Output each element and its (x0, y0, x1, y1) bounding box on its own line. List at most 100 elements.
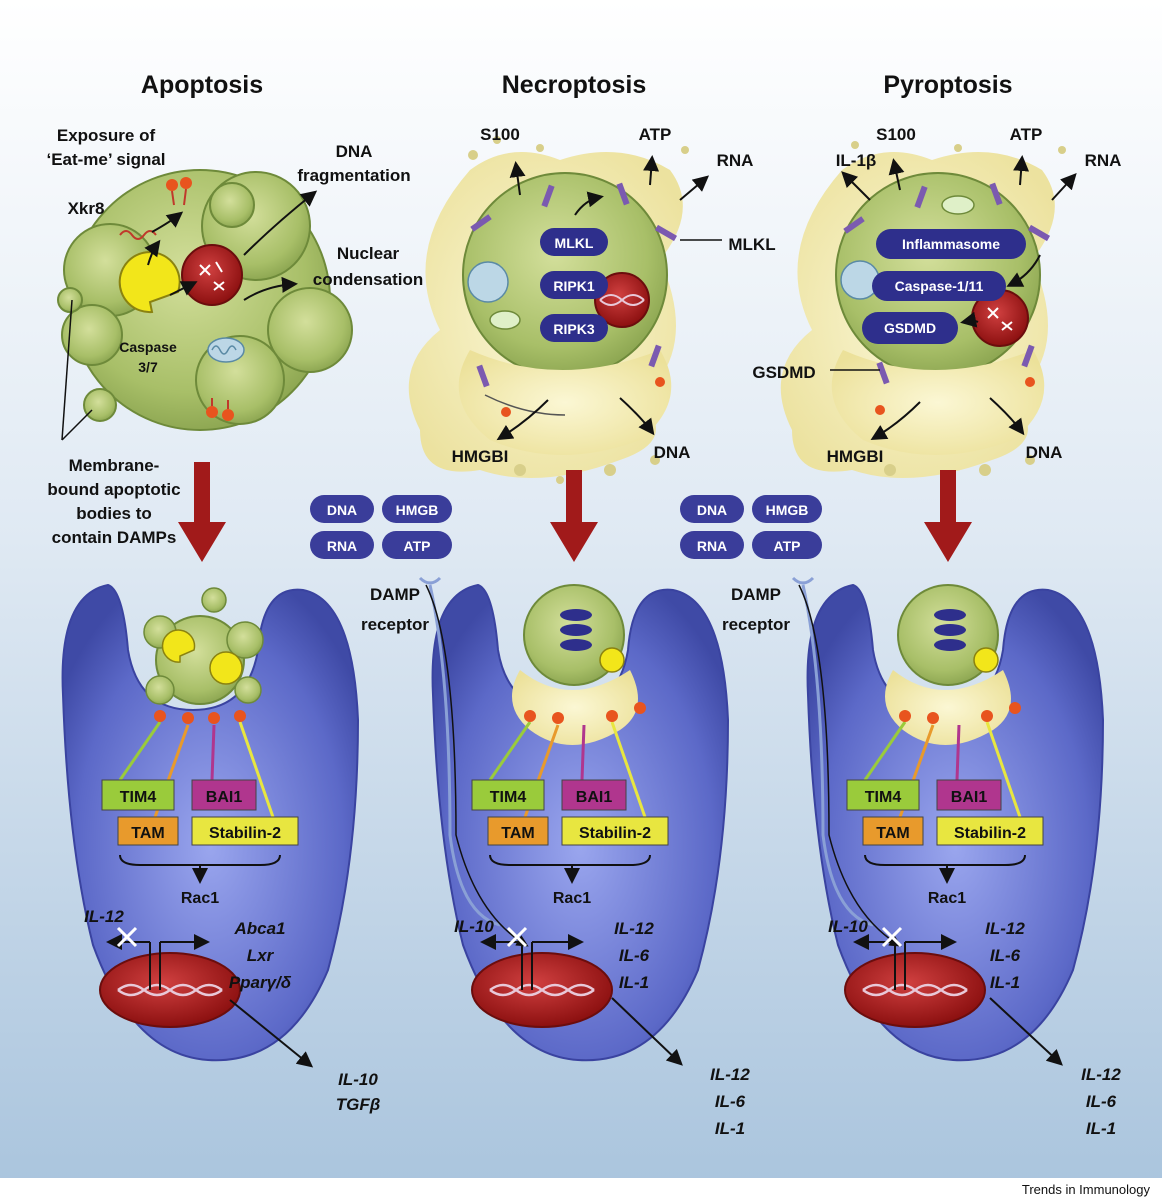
damp-hmgb-right: HMGB (766, 502, 809, 518)
title-pyroptosis: Pyroptosis (883, 71, 1012, 99)
engulfed-pyroptotic-cell (885, 584, 1011, 745)
xkr8-label: Xkr8 (68, 199, 105, 218)
damp-receptor-label-left-1: DAMP (370, 585, 420, 604)
mac-necro-gene-il1: IL-1 (619, 973, 649, 992)
tam-label: TAM (131, 825, 164, 842)
pyro-pill-caspase: Caspase-1/11 (872, 271, 1006, 301)
tam-label: TAM (876, 825, 909, 842)
pyro-hmgb-label: HMGBI (827, 447, 884, 466)
necro-rna-label: RNA (717, 151, 754, 170)
mac-nucleus-necroptosis (471, 926, 683, 1066)
exposure-label-1: Exposure of (57, 126, 156, 145)
damp-receptor-pyroptosis (791, 576, 902, 947)
mac-apo-gene-ppar: Pparγ/δ (229, 973, 292, 992)
nuclear-condensation-label-1: Nuclear (337, 244, 400, 263)
mac-apo-gene-abca1: Abca1 (233, 919, 285, 938)
pyro-s100-label: S100 (876, 125, 916, 144)
caspase-label-2: 3/7 (138, 359, 158, 375)
necro-mlkl-side-label: MLKL (728, 235, 775, 254)
membrane-label-3: bodies to (76, 504, 152, 523)
receptor-stalks-necroptosis (488, 702, 648, 821)
mac-necro-output-il12: IL-12 (710, 1065, 750, 1084)
necro-pill-ripk3: RIPK3 (540, 314, 608, 342)
mitochondrion-icon (207, 337, 245, 363)
receptor-boxes-pyroptosis: TIM4 BAI1 TAM Stabilin-2 Rac1 (846, 779, 1044, 907)
bai1-label: BAI1 (951, 789, 988, 806)
title-apoptosis: Apoptosis (141, 71, 263, 99)
mac-pyro-gene-il1: IL-1 (990, 973, 1020, 992)
mac-nucleus-apoptosis (99, 926, 314, 1068)
mac-necro-il10-label: IL-10 (454, 917, 494, 936)
nucleus-icon (209, 651, 243, 685)
membrane-label-2: bound apoptotic (47, 480, 180, 499)
damp-dna-left: DNA (327, 502, 357, 518)
transition-arrow-pyroptosis (924, 470, 972, 562)
rac1-label: Rac1 (553, 890, 591, 907)
mac-necro-gene-il12: IL-12 (614, 919, 654, 938)
receptor-boxes-necroptosis: TIM4 BAI1 TAM Stabilin-2 Rac1 (471, 779, 669, 907)
mac-necro-gene-il6: IL-6 (619, 946, 650, 965)
damp-group-right: DNA HMGB RNA ATP (680, 495, 822, 559)
damp-hmgb-left: HMGB (396, 502, 439, 518)
damp-receptor-label-right-2: receptor (722, 615, 790, 634)
necro-hmgb-label: HMGBI (452, 447, 509, 466)
mac-apo-output-il10: IL-10 (338, 1070, 378, 1089)
bai1-label: BAI1 (206, 789, 243, 806)
mac-pyro-output-il12: IL-12 (1081, 1065, 1121, 1084)
svg-text:Caspase-1/11: Caspase-1/11 (895, 278, 984, 294)
tam-label: TAM (501, 825, 534, 842)
mac-apo-gene-lxr: Lxr (247, 946, 275, 965)
necro-pill-mlkl: MLKL (540, 228, 608, 256)
damp-dna-right: DNA (697, 502, 727, 518)
transition-arrow-apoptosis (178, 462, 226, 562)
mac-necro-output-il1: IL-1 (715, 1119, 745, 1138)
mac-pyro-output-il1: IL-1 (1086, 1119, 1116, 1138)
caspase-pacman-icon (161, 629, 196, 663)
pyro-pill-inflammasome: Inflammasome (876, 229, 1026, 259)
necro-s100-label: S100 (480, 125, 520, 144)
mac-pyro-gene-il12: IL-12 (985, 919, 1025, 938)
apoptotic-cell (57, 169, 353, 441)
mac-pyro-output-il6: IL-6 (1086, 1092, 1117, 1111)
title-necroptosis: Necroptosis (502, 71, 646, 99)
damp-receptor-label-right-1: DAMP (731, 585, 781, 604)
mitochondrion-icon (467, 261, 509, 303)
necro-atp-label: ATP (639, 125, 672, 144)
pyro-pill-gsdmd: GSDMD (862, 312, 958, 344)
transition-arrow-necroptosis (550, 470, 598, 562)
svg-text:Inflammasome: Inflammasome (902, 236, 1000, 252)
svg-text:RIPK1: RIPK1 (553, 278, 594, 294)
xkr8-channel-icon (119, 230, 157, 240)
svg-text:GSDMD: GSDMD (884, 320, 936, 336)
engulfed-apoptotic-body (143, 587, 264, 705)
engulfed-necroptotic-cell (512, 584, 638, 745)
eat-me-signal-icon (166, 179, 178, 191)
damp-receptor-necroptosis (418, 576, 529, 947)
stabilin2-label: Stabilin-2 (954, 825, 1026, 842)
damp-rna-left: RNA (327, 538, 357, 554)
necroptotic-cell (408, 136, 722, 484)
mac-pyro-gene-il6: IL-6 (990, 946, 1021, 965)
necro-pill-ripk1: RIPK1 (540, 271, 608, 299)
mac-apo-output-tgfb: TGFβ (336, 1095, 381, 1114)
rac1-label: Rac1 (928, 890, 966, 907)
pyro-dna-label: DNA (1026, 443, 1063, 462)
pyro-atp-label: ATP (1010, 125, 1043, 144)
pyro-rna-label: RNA (1085, 151, 1122, 170)
caspase-label-1: Caspase (119, 339, 177, 355)
bai1-label: BAI1 (576, 789, 613, 806)
mac-pyro-il10-label: IL-10 (828, 917, 868, 936)
nuclear-condensation-label-2: condensation (313, 270, 424, 289)
stabilin2-label: Stabilin-2 (579, 825, 651, 842)
mac-necro-output-il6: IL-6 (715, 1092, 746, 1111)
exposure-label-2: ‘Eat-me’ signal (46, 150, 165, 169)
svg-text:RIPK3: RIPK3 (553, 321, 594, 337)
membrane-label-1: Membrane- (69, 456, 160, 475)
dna-fragmentation-label-1: DNA (336, 142, 373, 161)
stabilin2-label: Stabilin-2 (209, 825, 281, 842)
mac-nucleus-pyroptosis (844, 926, 1063, 1066)
dna-fragmentation-label-2: fragmentation (297, 166, 410, 185)
condensed-nucleus (181, 244, 243, 306)
damp-atp-right: ATP (774, 538, 801, 554)
